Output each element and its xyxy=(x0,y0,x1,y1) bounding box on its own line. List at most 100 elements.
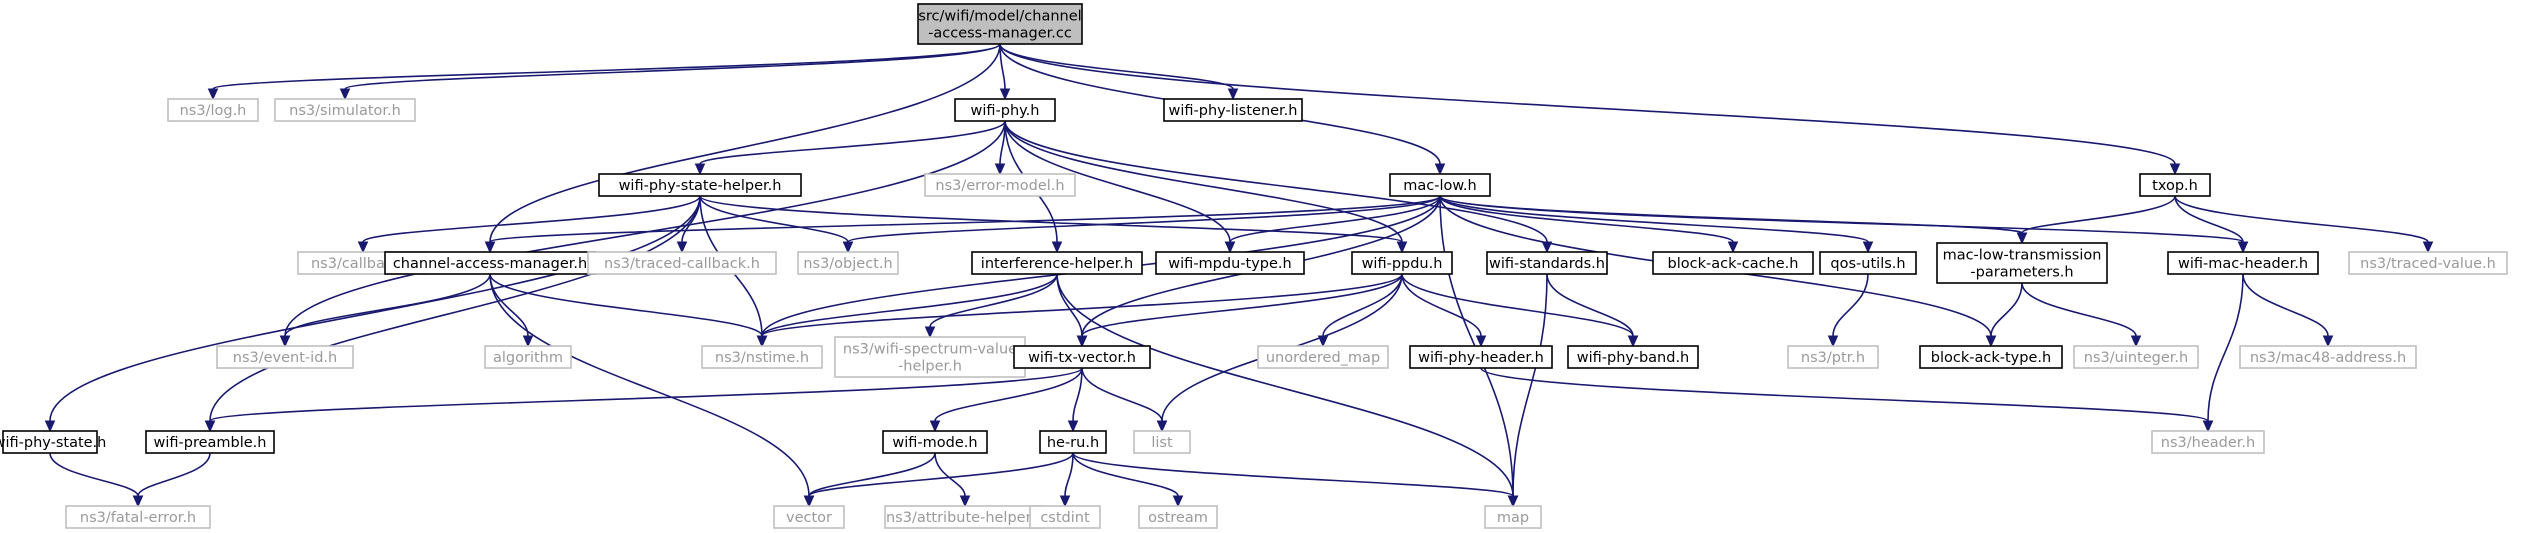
node-label: -parameters.h xyxy=(1970,265,2073,281)
arrowhead xyxy=(2130,335,2142,348)
edge-heru-to-map xyxy=(1072,452,1519,508)
edge-maclow-to-bacache xyxy=(1439,195,1739,254)
node-box xyxy=(1138,505,1218,529)
edge-mltp-to-batype xyxy=(1985,282,2023,348)
node-phyheader[interactable]: wifi-phy-header.h xyxy=(1409,345,1553,369)
edge-txvector-to-list xyxy=(1081,367,1168,433)
node-label: ns3/fatal-error.h xyxy=(80,510,196,526)
edge-line xyxy=(934,452,966,497)
edge-txvector-to-heru xyxy=(1067,367,1083,433)
node-interference[interactable]: interference-helper.h xyxy=(971,251,1143,275)
node-attrhelper: ns3/attribute-helper.h xyxy=(884,505,1046,529)
arrowhead xyxy=(2202,420,2214,433)
node-txop[interactable]: txop.h xyxy=(2139,173,2211,197)
edge-line xyxy=(2242,273,2329,337)
node-nstime: ns3/nstime.h xyxy=(701,345,823,369)
node-box xyxy=(216,345,354,369)
node-standards[interactable]: wifi-standards.h xyxy=(1486,251,1608,275)
node-box xyxy=(1351,251,1453,275)
node-wifiphylistener[interactable]: wifi-phy-listener.h xyxy=(1163,98,1303,122)
edge-line xyxy=(699,120,1006,165)
edge-macheader-to-mac48 xyxy=(2242,273,2334,348)
node-label: ostream xyxy=(1148,510,1208,526)
edge-line xyxy=(929,273,1058,328)
node-box xyxy=(773,505,845,529)
node-label: ns3/simulator.h xyxy=(289,103,401,119)
node-macheader[interactable]: wifi-mac-header.h xyxy=(2167,251,2319,275)
arrowhead xyxy=(999,88,1011,101)
node-bacache[interactable]: block-ack-cache.h xyxy=(1652,251,1814,275)
node-box xyxy=(1013,345,1151,369)
node-label: -helper.h xyxy=(898,359,962,375)
edge-cam-to-vector xyxy=(489,273,815,508)
node-phystate[interactable]: wifi-phy-state.h xyxy=(0,430,106,454)
node-mpdutype[interactable]: wifi-mpdu-type.h xyxy=(1155,251,1305,275)
node-heru[interactable]: he-ru.h xyxy=(1039,430,1107,454)
arrowhead xyxy=(842,241,854,254)
node-root[interactable]: src/wifi/model/channel-access-manager.cc xyxy=(917,3,1083,45)
node-batype[interactable]: block-ack-type.h xyxy=(1919,345,2063,369)
edge-line xyxy=(1004,120,1231,243)
node-box xyxy=(1486,251,1608,275)
node-object: ns3/object.h xyxy=(797,251,899,275)
node-box xyxy=(1567,345,1699,369)
edge-line xyxy=(209,367,1083,422)
arrowhead xyxy=(1627,335,1639,348)
edge-ppdu-to-nstime xyxy=(756,273,1403,348)
node-label: src/wifi/model/channel xyxy=(918,9,1081,25)
node-label: ns3/header.h xyxy=(2161,435,2255,451)
node-box xyxy=(1484,505,1542,529)
node-phyband[interactable]: wifi-phy-band.h xyxy=(1567,345,1699,369)
edge-line xyxy=(808,452,936,497)
edge-line xyxy=(1512,273,1548,497)
node-txvector[interactable]: wifi-tx-vector.h xyxy=(1013,345,1151,369)
node-label: wifi-phy-band.h xyxy=(1577,350,1690,366)
node-label: wifi-mpdu-type.h xyxy=(1168,256,1291,272)
arrowhead xyxy=(204,420,216,433)
node-qosutils[interactable]: qos-utils.h xyxy=(1819,251,1917,275)
node-box xyxy=(2139,173,2211,197)
edge-line xyxy=(1990,282,2023,337)
edge-line xyxy=(1081,367,1163,422)
edge-heru-to-vector xyxy=(803,452,1074,508)
node-box xyxy=(1389,173,1491,197)
node-wifimode[interactable]: wifi-mode.h xyxy=(882,430,988,454)
node-map: map xyxy=(1484,505,1542,529)
graph-edges xyxy=(44,43,2434,508)
node-box xyxy=(65,505,211,529)
arrowhead xyxy=(994,163,1006,176)
node-box xyxy=(971,251,1143,275)
node-label: ns3/nstime.h xyxy=(715,350,809,366)
node-box xyxy=(797,251,899,275)
edge-qosutils-to-ptr xyxy=(1827,273,1869,348)
arrowhead xyxy=(1434,163,1446,176)
node-maclow[interactable]: mac-low.h xyxy=(1389,173,1491,197)
edge-line xyxy=(1480,367,2209,422)
arrowhead xyxy=(1227,88,1239,101)
node-box xyxy=(2167,251,2319,275)
edge-cam-to-eventid xyxy=(279,273,491,348)
edge-cam-to-nstime xyxy=(489,273,768,348)
node-spectrum: ns3/wifi-spectrum-value-helper.h xyxy=(834,336,1026,378)
node-algorithm: algorithm xyxy=(484,345,572,369)
node-simulator: ns3/simulator.h xyxy=(274,98,416,122)
edge-txop-to-tracedvalue xyxy=(2174,195,2434,254)
edge-maclow-to-macheader xyxy=(1439,195,2249,254)
edge-line xyxy=(1072,452,1179,497)
edge-phystate-to-fatalerror xyxy=(49,452,144,508)
node-label: algorithm xyxy=(493,350,563,366)
node-wifiphystatehelper[interactable]: wifi-phy-state-helper.h xyxy=(598,173,802,197)
node-wifiphy[interactable]: wifi-phy.h xyxy=(954,98,1056,122)
arrowhead xyxy=(279,335,291,348)
node-cam[interactable]: channel-access-manager.h xyxy=(384,251,596,275)
node-ostream: ostream xyxy=(1138,505,1218,529)
node-preamble[interactable]: wifi-preamble.h xyxy=(145,430,275,454)
arrowhead xyxy=(1862,241,1874,254)
edge-line xyxy=(344,43,1001,90)
node-label: wifi-phy-state.h xyxy=(0,435,106,451)
node-label: wifi-phy-state-helper.h xyxy=(619,178,782,194)
node-header: ns3/header.h xyxy=(2151,430,2265,454)
edge-line xyxy=(489,273,810,497)
node-ppdu[interactable]: wifi-ppdu.h xyxy=(1351,251,1453,275)
node-mltp[interactable]: mac-low-transmission-parameters.h xyxy=(1936,242,2108,284)
